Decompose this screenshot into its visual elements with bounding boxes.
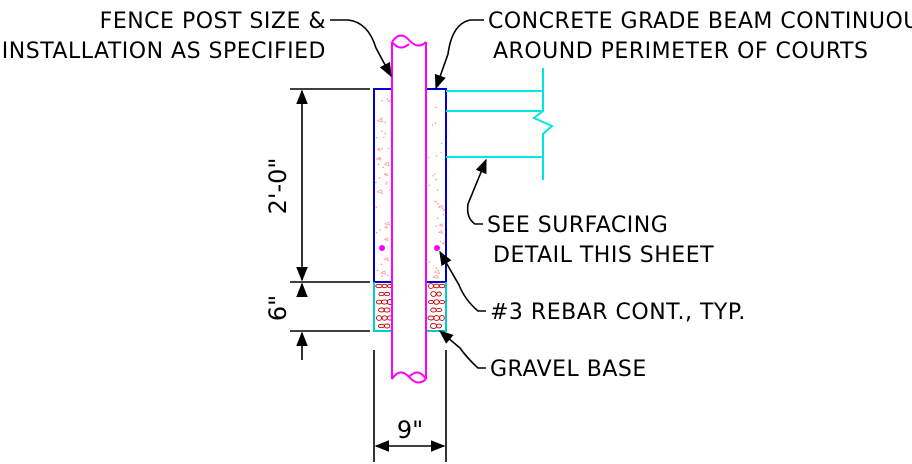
width-dimension: 9" <box>397 416 423 444</box>
surfacing-section <box>446 68 554 180</box>
rebar-label: #3 REBAR CONT., TYP. <box>490 300 746 325</box>
fence-post-label-line1: FENCE POST SIZE & <box>100 9 326 34</box>
grade-beam-label-line2: AROUND PERIMETER OF COURTS <box>493 39 868 64</box>
gravel-depth-dimension: 6" <box>264 295 292 321</box>
surfacing-label-line1: SEE SURFACING <box>487 213 668 238</box>
gravel-fill <box>375 283 446 329</box>
grade-beam-label-line1: CONCRETE GRADE BEAM CONTINUOUS <box>488 9 912 34</box>
dimension-lines <box>290 88 447 462</box>
surfacing-label-line2: DETAIL THIS SHEET <box>493 243 714 268</box>
gravel-base-label: GRAVEL BASE <box>490 357 647 382</box>
concrete-stipple <box>375 98 446 279</box>
rebar-dot-left <box>379 245 385 251</box>
fence-post-label-line2: INSTALLATION AS SPECIFIED <box>2 39 326 64</box>
beam-depth-dimension: 2'-0" <box>264 158 292 215</box>
leader-lines <box>330 19 487 369</box>
fence-post <box>391 34 427 384</box>
rebar-dot-right <box>434 245 440 251</box>
